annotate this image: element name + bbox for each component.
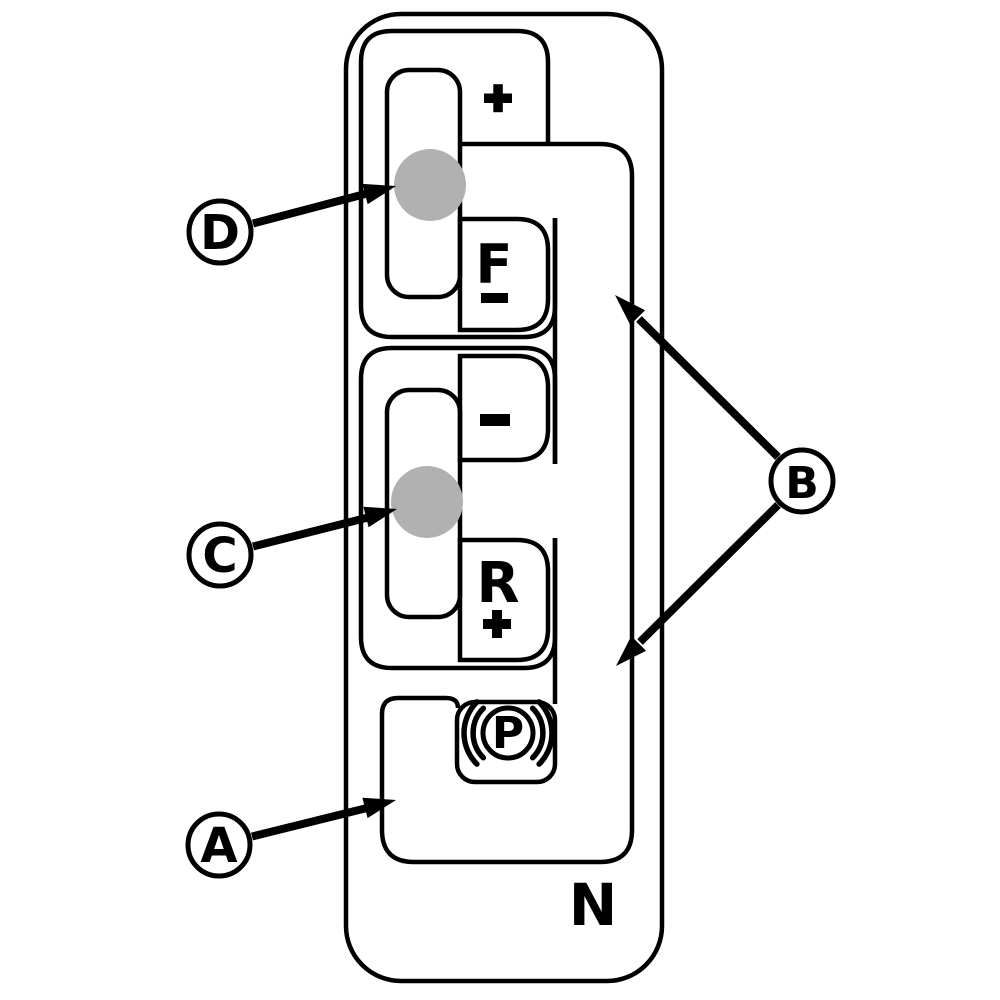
callout-a: A — [185, 797, 396, 879]
callout-a-label: A — [200, 818, 237, 874]
callout-a-arrow-head — [362, 797, 396, 819]
callout-d-arrow-head — [362, 183, 396, 205]
callout-c-arrow-shaft — [252, 513, 369, 551]
plus-symbol-reverse — [483, 610, 511, 638]
callout-b-label: B — [785, 458, 819, 509]
callout-a-arrow-shaft — [251, 804, 368, 841]
brake-arc-left-outer — [461, 699, 480, 767]
minus-symbol-reverse — [480, 414, 510, 426]
reverse-gate-outline — [358, 345, 558, 671]
plus-symbol-forward — [484, 84, 512, 113]
callout-d-circle — [186, 198, 254, 266]
brake-arc-right-outer — [536, 699, 555, 767]
reverse-upper-island-outline — [457, 353, 551, 463]
console-outline — [343, 11, 665, 984]
callout-d-arrow-shaft — [251, 189, 369, 228]
callout-a-circle — [185, 811, 253, 879]
brake-arc-left-inner — [470, 705, 487, 761]
callout-b-arrow-lower-shaft — [637, 502, 781, 645]
brake-arc-right-inner — [529, 705, 546, 761]
forward-gate-outline — [358, 28, 558, 340]
callout-b-circle — [768, 447, 836, 515]
neutral-channel-outline — [379, 141, 635, 865]
park-slot-outline — [454, 699, 558, 785]
callout-c-arrow-head — [363, 506, 397, 528]
park-label: P — [492, 708, 524, 759]
forward-island-outline — [457, 216, 551, 333]
lever-position-dot-reverse — [391, 466, 463, 538]
callout-d-label: D — [200, 205, 240, 261]
forward-label: F — [476, 233, 513, 296]
minus-symbol-forward — [481, 293, 508, 303]
park-brake-icon: P — [461, 699, 555, 767]
callout-b-arrow-lower-head — [616, 636, 647, 666]
callout-b-arrow-upper-head — [615, 295, 646, 325]
reverse-label: R — [476, 551, 519, 616]
callout-b: B — [615, 295, 836, 666]
callout-b-arrow-upper-shaft — [636, 316, 781, 460]
neutral-label: N — [569, 871, 618, 939]
lever-position-dot-forward — [394, 149, 466, 221]
callout-c-label: C — [202, 528, 237, 584]
callout-c-circle — [186, 521, 254, 589]
callout-d: D — [186, 183, 396, 266]
reverse-lower-island-outline — [457, 537, 551, 663]
callout-c: C — [186, 506, 397, 589]
